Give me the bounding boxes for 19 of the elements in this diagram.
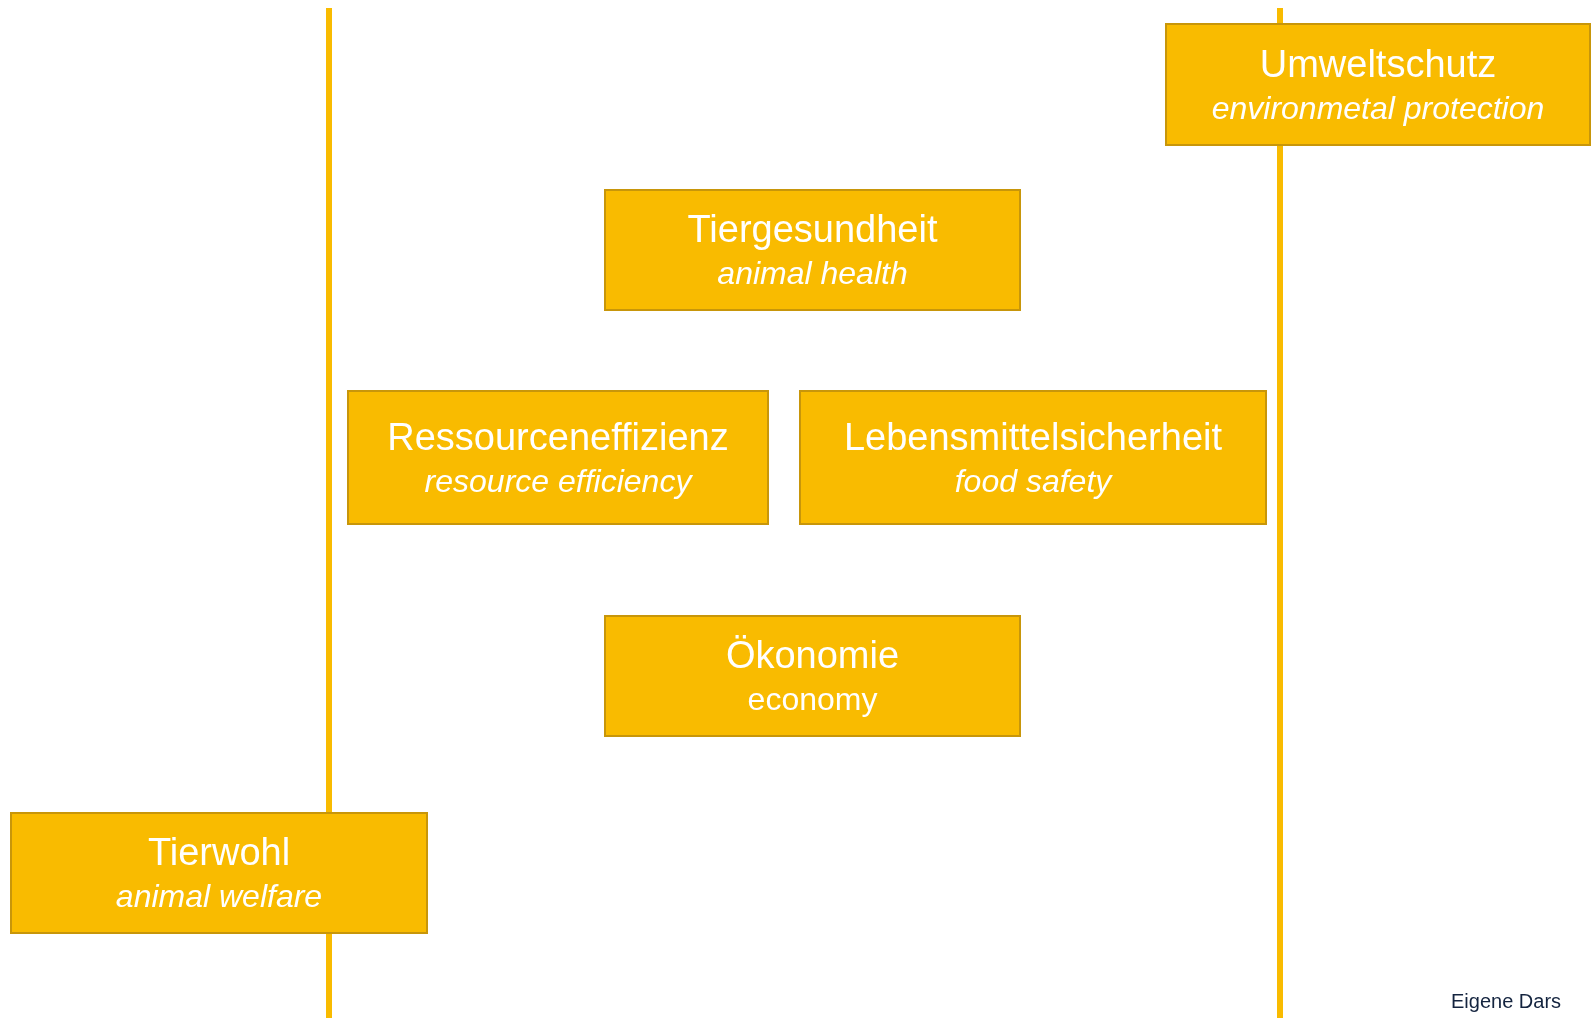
category-box xyxy=(347,390,769,525)
category-box xyxy=(604,615,1021,737)
english-translation: environmetal protection xyxy=(1211,88,1545,128)
english-translation: economy xyxy=(747,680,878,719)
category-box xyxy=(10,812,428,934)
german-term: Tiergesundheit xyxy=(687,207,938,252)
english-translation: animal welfare xyxy=(115,877,323,916)
german-term: Lebensmittelsicherheit xyxy=(843,414,1223,460)
german-term: Ressourceneffizienz xyxy=(387,414,729,460)
category-box xyxy=(1165,23,1591,146)
german-term: Tierwohl xyxy=(147,830,291,875)
source-note: Eigene Dars xyxy=(1451,990,1562,1013)
german-term: Umweltschutz xyxy=(1259,41,1497,87)
category-box xyxy=(604,189,1021,311)
english-translation: food safety xyxy=(954,461,1112,501)
category-box xyxy=(799,390,1267,525)
english-translation: animal health xyxy=(717,254,908,293)
english-translation: resource efficiency xyxy=(424,461,692,501)
german-term: Ökonomie xyxy=(725,633,900,678)
